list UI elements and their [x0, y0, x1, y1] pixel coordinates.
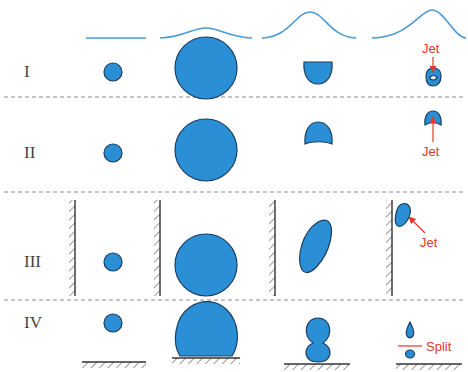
case-number: IV [24, 314, 42, 331]
jet-label: Jet [422, 42, 439, 55]
split-label: Split [426, 340, 451, 353]
case-number: III [24, 253, 41, 270]
case-number: I [24, 63, 30, 80]
jet-label: Jet [422, 145, 439, 158]
case-number: II [24, 144, 35, 161]
jet-label: Jet [420, 236, 437, 249]
